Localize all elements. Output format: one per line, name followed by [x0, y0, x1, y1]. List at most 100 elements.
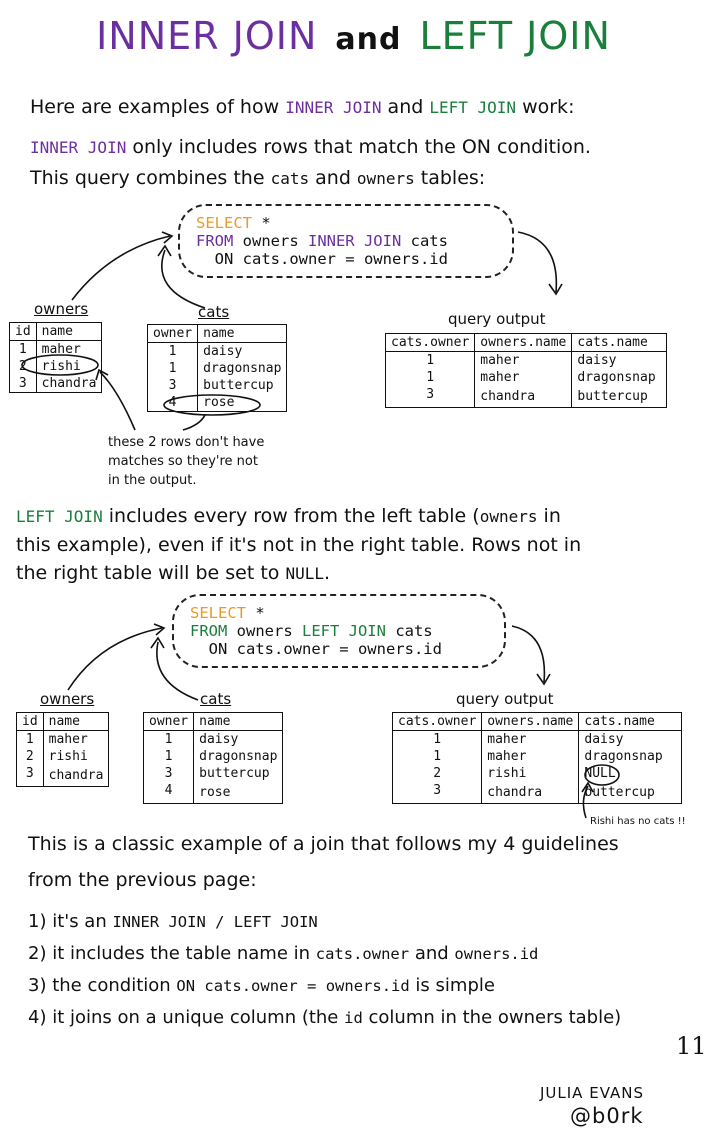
q2-cats: cats [385, 622, 433, 640]
unmatched-rows-note: these 2 rows don't have matches so they'… [108, 433, 264, 490]
list-item: 1) it's an INNER JOIN / LEFT JOIN [28, 906, 621, 938]
g3-code: ON cats.owner = owners.id [176, 977, 410, 995]
q2-owners: owners [227, 622, 302, 640]
inner-desc-owners: owners [356, 169, 415, 188]
g2-code2: owners.id [454, 945, 539, 963]
g3-tail: is simple [409, 975, 495, 996]
left-desc-owners: owners [479, 507, 538, 526]
inner-join-description: INNER JOIN only includes rows that match… [30, 132, 690, 194]
intro-inner-kw: INNER JOIN [285, 98, 382, 117]
cats-table-label: cats [200, 690, 232, 708]
q2-star: * [246, 604, 265, 622]
list-item: 3) the condition ON cats.owner = owners.… [28, 970, 621, 1002]
g2-code1: cats.owner [315, 945, 410, 963]
intro-pre: Here are examples of how [30, 96, 286, 118]
cats-table-label: cats [198, 303, 230, 321]
guidelines-list: 1) it's an INNER JOIN / LEFT JOIN 2) it … [28, 906, 621, 1034]
note1-line1: these 2 rows don't have [108, 435, 265, 450]
g4-text: 4) it joins on a unique column (the [28, 1007, 345, 1028]
arrow-cats-to-query1 [161, 249, 206, 309]
q1-from: FROM [196, 232, 234, 250]
q1-join: INNER JOIN [307, 232, 402, 250]
inner-desc-line2b: and [309, 167, 357, 189]
left-desc-line1b: in [537, 505, 561, 527]
note1-line3: in the output. [108, 473, 197, 488]
intro-left-kw: LEFT JOIN [429, 98, 517, 117]
title-inner-join: INNER JOIN [96, 14, 318, 58]
q2-from: FROM [190, 622, 228, 640]
th-name: name [193, 712, 284, 731]
arrow-query2-to-output [511, 625, 546, 683]
th-cats-owner: cats.owner [391, 712, 483, 731]
summary-line1: This is a classic example of a join that… [28, 833, 619, 855]
th-owners-name: owners.name [474, 333, 573, 352]
arrow-query1-to-output [517, 231, 558, 293]
q1-cats: cats [401, 232, 448, 250]
rishi-no-cats-note: Rishi has no cats !! [590, 816, 686, 827]
q2-on: ON cats.owner = owners.id [190, 640, 442, 658]
query-output-label: query output [448, 310, 546, 328]
left-join-query: SELECT * FROM owners LEFT JOIN cats ON c… [172, 594, 506, 668]
th-name: name [42, 712, 110, 731]
summary-text: This is a classic example of a join that… [28, 826, 688, 898]
inner-join-query: SELECT * FROM owners INNER JOIN cats ON … [178, 204, 514, 278]
q2-select: SELECT [190, 604, 246, 622]
th-cats-name: cats.name [571, 333, 667, 352]
g1-text: 1) it's an [28, 911, 113, 932]
inner-desc-line2c: tables: [414, 167, 486, 189]
signature-name: JULIA EVANS [540, 1084, 644, 1102]
th-owner: owner [146, 324, 199, 343]
left-desc-line3b: . [324, 562, 331, 584]
intro-text: Here are examples of how INNER JOIN and … [30, 92, 690, 123]
th-cats-name: cats.name [578, 712, 682, 731]
left-desc-line1a: includes every row from the left table ( [102, 505, 480, 527]
th-id: id [9, 322, 37, 341]
list-item: 4) it joins on a unique column (the id c… [28, 1002, 621, 1034]
intro-post: work: [516, 96, 575, 118]
query-output-label: query output [456, 690, 554, 708]
owners-table-label: owners [34, 300, 89, 318]
g2-and: and [409, 943, 455, 964]
inner-desc-line1: only includes rows that match the ON con… [126, 136, 591, 158]
list-item: 2) it includes the table name in cats.ow… [28, 938, 621, 970]
th-id: id [16, 712, 44, 731]
g4-tail: column in the owners table) [362, 1007, 622, 1028]
title-left-join: LEFT JOIN [419, 14, 611, 58]
q2-join: LEFT JOIN [301, 622, 386, 640]
summary-line2: from the previous page: [28, 869, 257, 891]
arrow-cats-to-query2 [156, 641, 199, 701]
page-number: 11 [676, 1032, 707, 1060]
inner-desc-kw: INNER JOIN [30, 138, 127, 157]
q1-on: ON cats.owner = owners.id [196, 250, 448, 268]
q1-select: SELECT [196, 214, 252, 232]
owners-table-label: owners [40, 690, 95, 708]
arrow-owners-to-query1 [71, 235, 171, 301]
inner-desc-line2a: This query combines the [30, 167, 271, 189]
signature-handle: @b0rk [570, 1104, 644, 1128]
left-desc-line3a: the right table will be set to [16, 562, 286, 584]
inner-desc-cats: cats [270, 169, 310, 188]
th-owners-name: owners.name [481, 712, 580, 731]
g2-text: 2) it includes the table name in [28, 943, 316, 964]
